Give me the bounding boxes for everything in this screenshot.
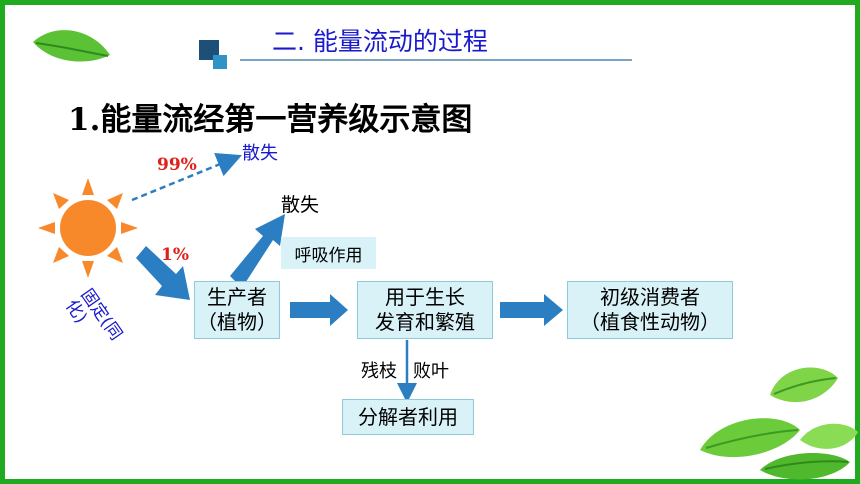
sun-icon <box>38 178 138 278</box>
box-growth-line2: 发育和繁殖 <box>375 310 475 334</box>
box-decomposer: 分解者利用 <box>342 399 474 435</box>
box-decomposer-line1: 分解者利用 <box>358 404 458 429</box>
box-growth: 用于生长 发育和繁殖 <box>357 281 493 339</box>
box-producer: 生产者 （植物） <box>194 281 280 339</box>
box-consumer-line1: 初级消费者 <box>600 285 700 309</box>
box-producer-line1: 生产者 <box>207 285 267 309</box>
section-title: 二. 能量流动的过程 <box>272 27 488 56</box>
title-underline <box>240 59 632 61</box>
diagram-heading: 1.能量流经第一营养级示意图 <box>68 102 473 138</box>
box-consumer: 初级消费者 （植食性动物） <box>567 281 733 339</box>
title-deco-square-light <box>213 55 227 69</box>
arrow-producer-to-dissipate <box>230 214 285 288</box>
label-dissipate-mid: 散失 <box>281 194 320 216</box>
box-consumer-line2: （植食性动物） <box>580 310 720 334</box>
label-litter-leaves: 败叶 <box>413 361 449 382</box>
leaf-icon <box>33 30 110 62</box>
box-producer-line2: （植物） <box>197 310 277 334</box>
arrow-sun-to-producer <box>136 246 190 300</box>
label-99-percent: 99% <box>157 155 197 175</box>
label-dissipate-top: 散失 <box>242 143 278 164</box>
label-litter-branches: 残枝 <box>361 361 397 382</box>
arrow-growth-to-consumer <box>500 294 563 326</box>
leaf-cluster-icon <box>700 367 858 480</box>
arrow-producer-to-growth <box>290 294 348 326</box>
box-growth-line1: 用于生长 <box>385 285 465 309</box>
dashed-arrow-dissipate <box>131 153 242 202</box>
label-1-percent: 1% <box>161 245 189 265</box>
respiration-label: 呼吸作用 <box>281 237 376 269</box>
